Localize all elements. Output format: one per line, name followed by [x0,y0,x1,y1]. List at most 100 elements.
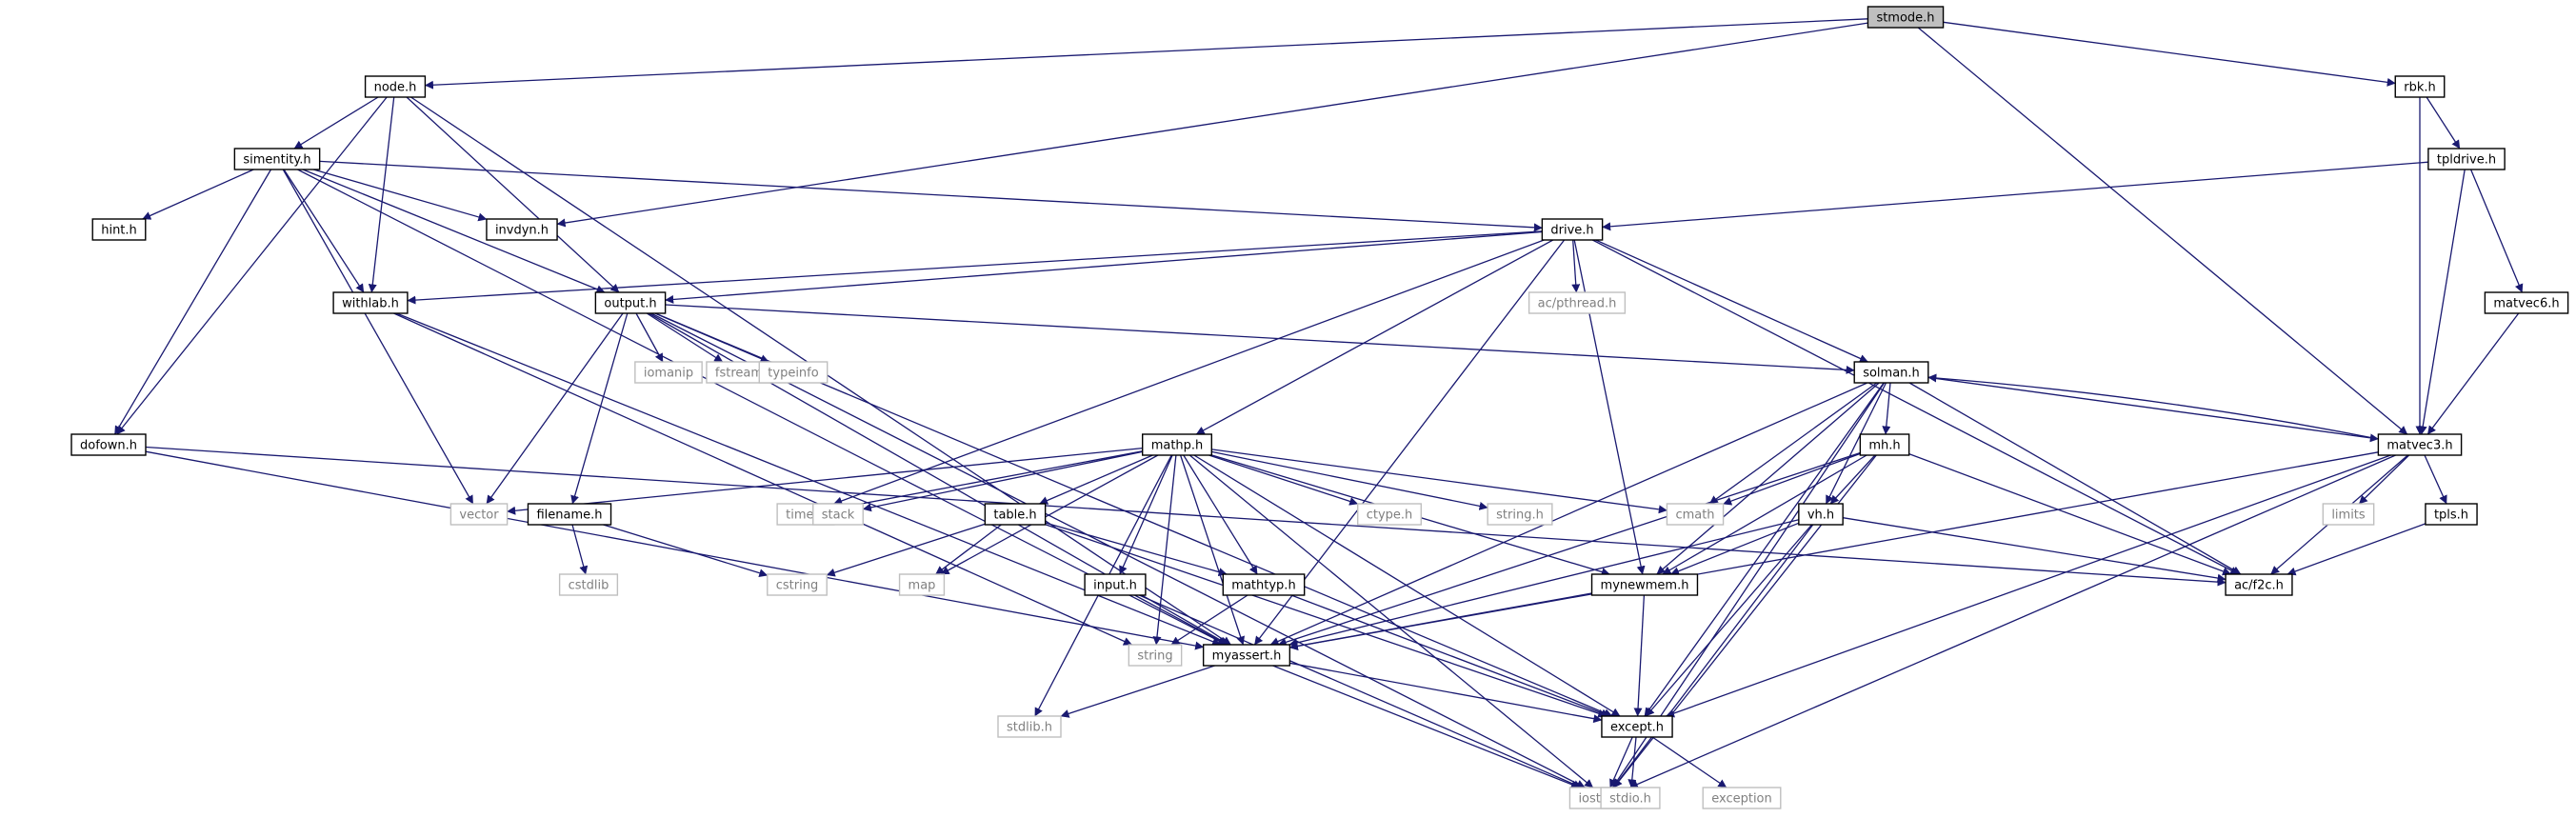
node-input-h[interactable]: input.h [1084,573,1147,596]
node-box [594,291,667,314]
node-label: cstdlib [569,579,609,593]
node-label: vh.h [1807,509,1834,523]
node-box [1487,503,1553,526]
edge-matvec6-h-to-matvec3-h [2426,312,2520,435]
node-box [1084,573,1147,596]
node-box [1142,433,1212,456]
node-tpldrive-h[interactable]: tpldrive.h [2427,148,2506,170]
edge-table-h-to-map [935,524,1002,575]
node-hint-h[interactable]: hint.h [91,218,147,241]
edge-filename-h-to-cstring [603,524,769,578]
node-label: cstring [776,579,818,593]
edge-node-h-to-output-h [406,96,620,293]
edge-output-h-to-iostream [650,312,1586,788]
edge-withlab-h-to-string [393,312,1132,646]
node-label: output.h [604,297,656,311]
node-box [997,715,1062,738]
edge-simentity-h-to-withlab-h [283,169,365,293]
node-box [1666,503,1725,526]
node-mynewmem-h[interactable]: mynewmem.h [1590,573,1699,596]
edge-mathp-h-to-myassert-h [1179,454,1245,646]
edge-tpldrive-h-to-matvec6-h [2470,169,2524,293]
edge-mathp-h-to-cmath [1211,449,1667,514]
node-iomanip: iomanip [634,361,703,384]
edge-output-h-to-solman-h [665,304,1855,374]
node-filename-h[interactable]: filename.h [527,503,612,526]
edge-mathp-h-to-mathtyp-h [1183,454,1258,575]
node-simentity-h[interactable]: simentity.h [233,148,321,170]
edge-simentity-h-to-output-h [302,169,606,293]
node-except-h[interactable]: except.h [1601,715,1673,738]
edge-tpls-h-to-ac-f2c-h [2286,523,2426,576]
node-box [1798,503,1844,526]
edge-solman-h-to-vh-h [1825,382,1887,505]
node-drive-h[interactable]: drive.h [1541,218,1604,241]
node-mathp-h[interactable]: mathp.h [1142,433,1212,456]
node-stack: stack [812,503,864,526]
edge-mathp-h-to-string-h [1211,450,1488,510]
edge-mathp-h-to-except-h [1193,454,1621,717]
edge-withlab-h-to-myassert-h [396,312,1222,646]
node-box [2377,433,2463,456]
node-matvec3-h[interactable]: matvec3.h [2377,433,2463,456]
edge-simentity-h-to-vector [282,169,474,505]
node-solman-h[interactable]: solman.h [1853,361,1929,384]
node-stmode-h[interactable]: stmode.h [1867,6,1945,29]
node-mathtyp-h[interactable]: mathtyp.h [1222,573,1306,596]
node-dofown-h[interactable]: dofown.h [70,433,147,456]
edge-mathp-h-to-input-h [1119,454,1173,575]
node-label: limits [2331,509,2366,523]
node-withlab-h[interactable]: withlab.h [332,291,409,314]
node-box [2322,503,2375,526]
edge-drive-h-to-mynewmem-h [1573,239,1646,575]
node-label: node.h [374,81,417,95]
node-string: string [1128,644,1183,667]
node-cstring: cstring [767,573,828,596]
node-label: map [909,579,936,593]
edge-matvec3-h-to-tpls-h [2424,454,2447,505]
edge-vh-h-to-iostream [1612,524,1814,788]
edge-solman-h-to-mynewmem-h [1656,382,1880,575]
node-box [898,573,946,596]
node-label: string [1137,649,1172,664]
node-box [1859,433,1910,456]
edge-output-h-to-iomanip [635,312,664,363]
node-tpls-h[interactable]: tpls.h [2425,503,2478,526]
node-ac-f2c-h[interactable]: ac/f2c.h [2225,573,2293,596]
edge-mh-h-to-cmath [1723,452,1861,506]
edge-filename-h-to-cstdlib [571,524,589,575]
edge-myassert-h-to-iostream [1272,665,1580,789]
node-myassert-h[interactable]: myassert.h [1202,644,1291,667]
node-table-h[interactable]: table.h [984,503,1047,526]
edge-mathp-h-to-time-h [833,450,1143,512]
edge-solman-h-to-mh-h [1882,382,1891,435]
node-box [1202,644,1291,667]
node-box [1702,787,1782,809]
node-box [449,503,509,526]
node-output-h[interactable]: output.h [594,291,667,314]
edge-drive-h-to-solman-h [1595,239,1868,363]
edge-simentity-h-to-invdyn-h [313,169,488,222]
edge-output-h-to-filename-h [570,312,629,505]
node-box [634,361,703,384]
node-label: matvec3.h [2386,439,2452,453]
edge-output-h-to-vector [486,312,624,505]
node-mh-h[interactable]: mh.h [1859,433,1910,456]
edge-drive-h-to-ac-pthread-h [1571,239,1581,293]
edge-mh-h-to-iostream [1613,454,1877,788]
node-label: string.h [1496,509,1544,523]
edge-tpldrive-h-to-matvec3-h [2418,169,2466,435]
node-limits: limits [2322,503,2375,526]
node-box [91,218,147,241]
node-label: stmode.h [1876,11,1934,26]
node-node-h[interactable]: node.h [364,75,427,98]
node-map: map [898,573,946,596]
edge-solman-h-to-except-h [1644,382,1885,717]
edge-mh-h-to-ac-f2c-h [1908,452,2232,576]
node-vh-h[interactable]: vh.h [1798,503,1844,526]
edge-mh-h-to-vh-h [1829,454,1876,505]
node-matvec6-h[interactable]: matvec6.h [2484,291,2569,314]
node-invdyn-h[interactable]: invdyn.h [486,218,558,241]
edge-matvec3-h-to-iostream [1628,454,2396,788]
node-rbk-h[interactable]: rbk.h [2394,75,2446,98]
